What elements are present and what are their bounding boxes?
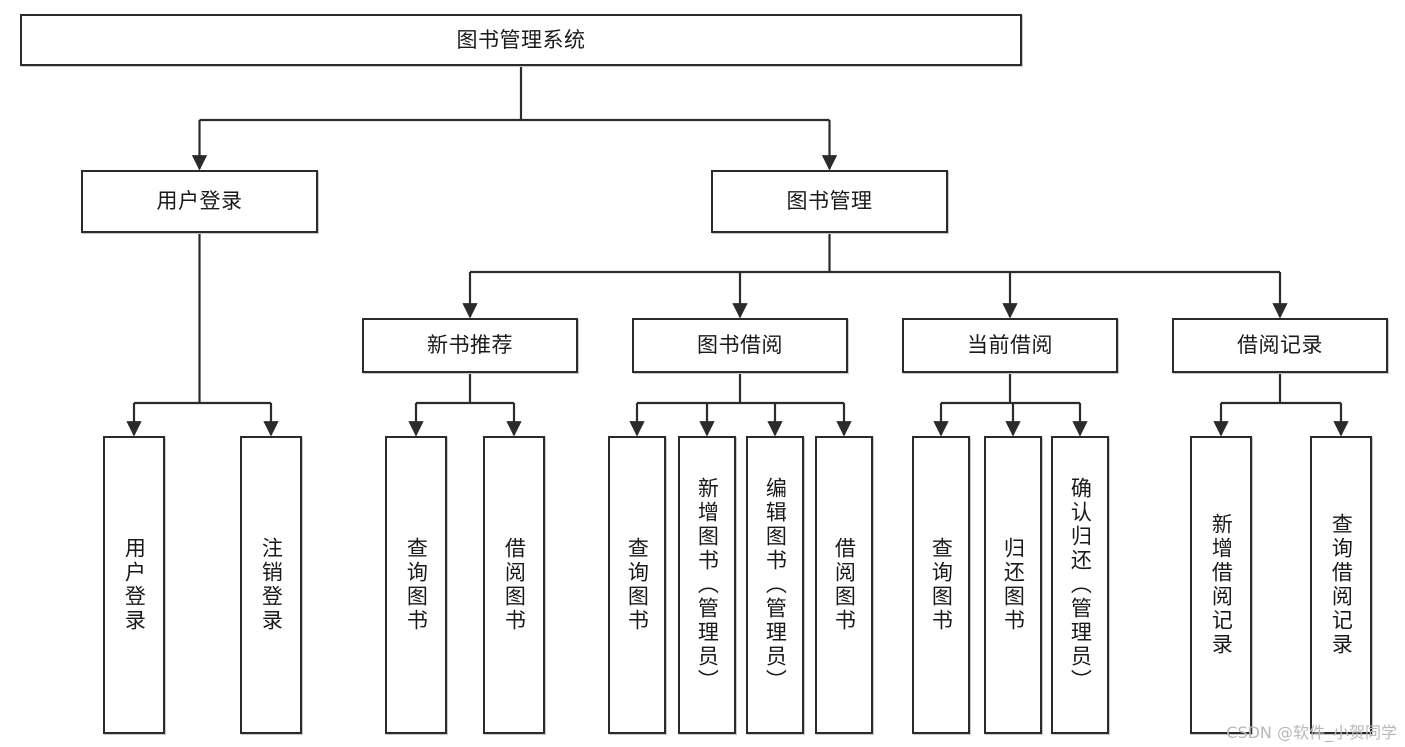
node-label: 编辑图书（管理员） [763,477,788,693]
node-label: 新增图书（管理员） [695,477,720,693]
node-leaf-c1[interactable]: 查询图书 [608,436,666,734]
node-label: 查询图书 [929,537,954,633]
node-label: 用户登录 [122,537,147,633]
node-leaf-d3[interactable]: 确认归还（管理员） [1051,436,1109,734]
node-leaf-b2[interactable]: 借阅图书 [483,436,545,734]
node-label: 新增借阅记录 [1209,513,1234,657]
node-l3d[interactable]: 借阅记录 [1172,318,1388,373]
node-leaf-e2[interactable]: 查询借阅记录 [1310,436,1372,734]
node-label: 注销登录 [259,537,284,633]
node-label: 确认归还（管理员） [1068,477,1093,693]
node-label: 归还图书 [1001,537,1026,633]
node-l2b[interactable]: 图书管理 [711,170,948,233]
node-leaf-d1[interactable]: 查询图书 [912,436,970,734]
node-label: 图书管理系统 [456,27,586,52]
node-l3c[interactable]: 当前借阅 [902,318,1118,373]
node-leaf-c3[interactable]: 编辑图书（管理员） [746,436,804,734]
node-leaf-d2[interactable]: 归还图书 [984,436,1042,734]
edge-layer [126,66,1349,437]
node-label: 查询借阅记录 [1329,513,1354,657]
node-leaf-a1[interactable]: 用户登录 [103,436,165,734]
node-root[interactable]: 图书管理系统 [20,14,1022,66]
node-label: 查询图书 [404,537,429,633]
node-label: 图书借阅 [697,333,783,358]
node-label: 图书管理 [786,189,873,214]
node-l3a[interactable]: 新书推荐 [362,318,578,373]
node-leaf-b1[interactable]: 查询图书 [385,436,447,734]
node-leaf-a2[interactable]: 注销登录 [240,436,302,734]
node-label: 借阅图书 [832,537,857,633]
node-label: 查询图书 [625,537,650,633]
node-label: 用户登录 [156,189,243,214]
node-leaf-c4[interactable]: 借阅图书 [815,436,873,734]
node-leaf-e1[interactable]: 新增借阅记录 [1190,436,1252,734]
node-l3b[interactable]: 图书借阅 [632,318,848,373]
node-leaf-c2[interactable]: 新增图书（管理员） [678,436,736,734]
node-label: 借阅图书 [502,537,527,633]
node-label: 当前借阅 [967,333,1053,358]
node-label: 借阅记录 [1237,333,1323,358]
node-label: 新书推荐 [427,333,513,358]
node-l2a[interactable]: 用户登录 [81,170,318,233]
